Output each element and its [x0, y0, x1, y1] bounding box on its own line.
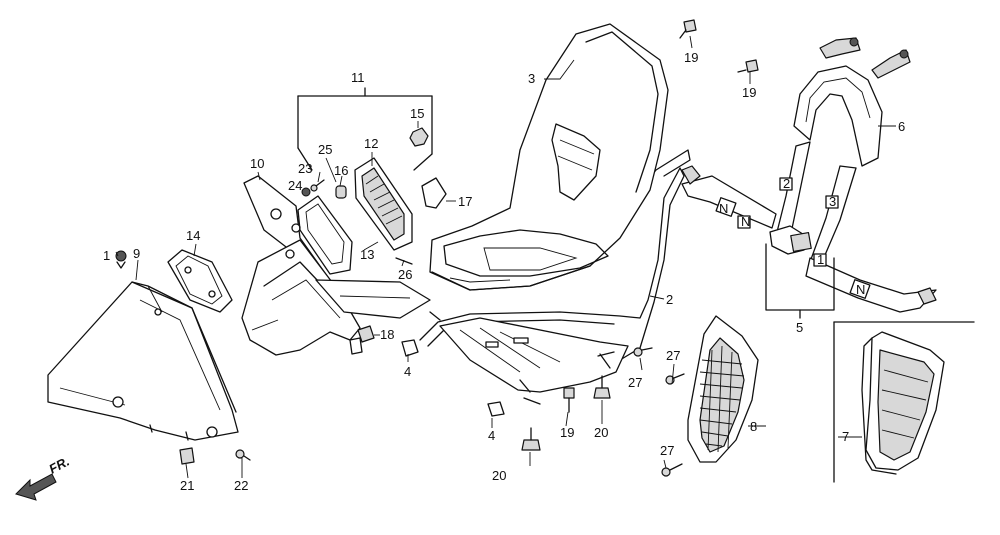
part-label-23: 23 [298, 161, 312, 176]
part-label-18: 18 [380, 327, 394, 342]
clip-part-18 [349, 325, 375, 355]
washer-part-24 [301, 187, 311, 197]
harness-letter: 3 [829, 194, 836, 209]
screw-part-27-upper [633, 347, 653, 357]
part-label-8: 8 [750, 419, 757, 434]
part-label-7: 7 [842, 429, 849, 444]
cap-part-4-upper [401, 339, 419, 357]
part-label-10: 10 [250, 156, 264, 171]
part-label-4-lower: 4 [488, 428, 495, 443]
part-label-9: 9 [133, 246, 140, 261]
cap-part-4-lower [487, 401, 505, 417]
part-label-1: 1 [103, 248, 110, 263]
part-label-25: 25 [318, 142, 332, 157]
harness-letter: 2 [783, 176, 790, 191]
harness-straps-part: N N 3 2 1 N [681, 37, 937, 313]
part-label-27-upper: 27 [666, 348, 680, 363]
part-label-4-upper: 4 [404, 364, 411, 379]
harness-letter: N [719, 201, 728, 216]
part-label-6: 6 [898, 119, 905, 134]
bolt-part-19-top [679, 19, 697, 39]
harness-letter: N [856, 282, 865, 297]
part-label-16: 16 [334, 163, 348, 178]
part-label-19-top: 19 [684, 50, 698, 65]
part-label-11: 11 [351, 70, 365, 85]
part-label-15: 15 [410, 106, 424, 121]
inset-panel-part [861, 331, 945, 475]
seat-base-bracket-part [241, 175, 431, 356]
part-label-17: 17 [458, 194, 472, 209]
side-grille-part [687, 315, 759, 463]
part-label-21: 21 [180, 478, 194, 493]
clip-part-1 [115, 250, 127, 269]
part-label-26: 26 [398, 267, 412, 282]
bolt-part-19-bottom [563, 387, 575, 413]
part-label-20-right: 20 [594, 425, 608, 440]
part-label-12: 12 [364, 136, 378, 151]
bracket-plate-part [167, 249, 233, 313]
harness-shoulder-part [793, 65, 883, 167]
part-label-3: 3 [528, 71, 535, 86]
bolt-part-23 [310, 179, 325, 192]
stud-part-20-right [593, 375, 611, 399]
part-label-19-right: 19 [742, 85, 756, 100]
bolt-part-19-right [737, 59, 759, 73]
harness-letter: 1 [817, 252, 824, 267]
seat-part [429, 23, 669, 291]
part-label-19-bottom: 19 [560, 425, 574, 440]
front-panel-part [47, 281, 239, 441]
part-label-2: 2 [666, 292, 673, 307]
screw-part-22 [235, 449, 251, 461]
clip-part-21 [179, 447, 195, 465]
part-label-24: 24 [288, 178, 302, 193]
part-label-14: 14 [186, 228, 200, 243]
leader-lines [115, 35, 896, 479]
part-label-22: 22 [234, 478, 248, 493]
harness-letter: N [741, 214, 750, 229]
screw-part-27-middle [665, 373, 685, 385]
part-label-13: 13 [360, 247, 374, 262]
front-indicator: FR. [46, 454, 72, 477]
stud-part-20-left [521, 427, 541, 451]
frame-part-13 [297, 195, 353, 275]
nut-part-15 [409, 127, 429, 147]
part-label-27-lower: 27 [660, 443, 674, 458]
vent-filter-part [354, 157, 413, 251]
label-plate-part-17 [421, 177, 447, 209]
front-direction-arrow-icon [15, 473, 57, 501]
part-label-27-middle: 27 [628, 375, 642, 390]
grommet-part-16 [335, 185, 347, 199]
part-label-20-left: 20 [492, 468, 506, 483]
inset-box [833, 321, 975, 483]
part-label-5: 5 [796, 320, 803, 335]
